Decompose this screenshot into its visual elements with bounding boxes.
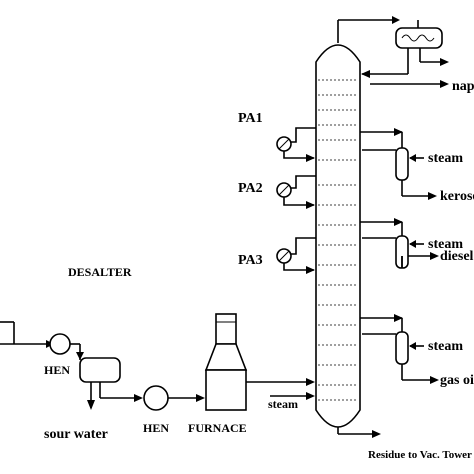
residue-line xyxy=(337,427,381,438)
hen-2-label: HEN xyxy=(143,421,169,435)
overhead-line xyxy=(337,16,400,43)
feed-line xyxy=(0,321,54,348)
gas-oil-label: gas oil xyxy=(440,373,474,388)
desalter-vessel xyxy=(79,357,121,383)
steam-3-label: steam xyxy=(428,339,463,354)
pa2-loop xyxy=(276,175,316,209)
diesel-label: diesel xyxy=(440,249,474,264)
hen-2-exchanger xyxy=(143,385,169,411)
desalter-label: DESALTER xyxy=(68,265,132,279)
steam-1-label: steam xyxy=(428,151,463,166)
hen-1-label: HEN xyxy=(44,363,70,377)
stripper-2 xyxy=(360,218,439,269)
steam-2-label: steam xyxy=(428,237,463,252)
distillation-column xyxy=(315,44,361,428)
stripper-1 xyxy=(360,128,437,200)
furnace-label: FURNACE xyxy=(188,421,247,435)
hen-1-exchanger xyxy=(49,333,71,355)
overhead-condenser xyxy=(395,20,443,49)
naphtha-label: naphtha xyxy=(452,79,474,94)
kerosene-label: kerosene xyxy=(440,189,474,204)
pa3-label: PA3 xyxy=(238,253,263,268)
pa2-label: PA2 xyxy=(238,181,263,196)
steam-feed-label: steam xyxy=(268,397,298,411)
pa1-label: PA1 xyxy=(238,111,263,126)
pa3-loop xyxy=(276,237,316,274)
sour-water-label: sour water xyxy=(44,427,108,442)
stripper-3 xyxy=(360,314,439,384)
pa1-loop xyxy=(276,127,316,162)
residue-label: Residue to Vac. Tower xyxy=(368,449,472,461)
furnace xyxy=(204,313,248,411)
